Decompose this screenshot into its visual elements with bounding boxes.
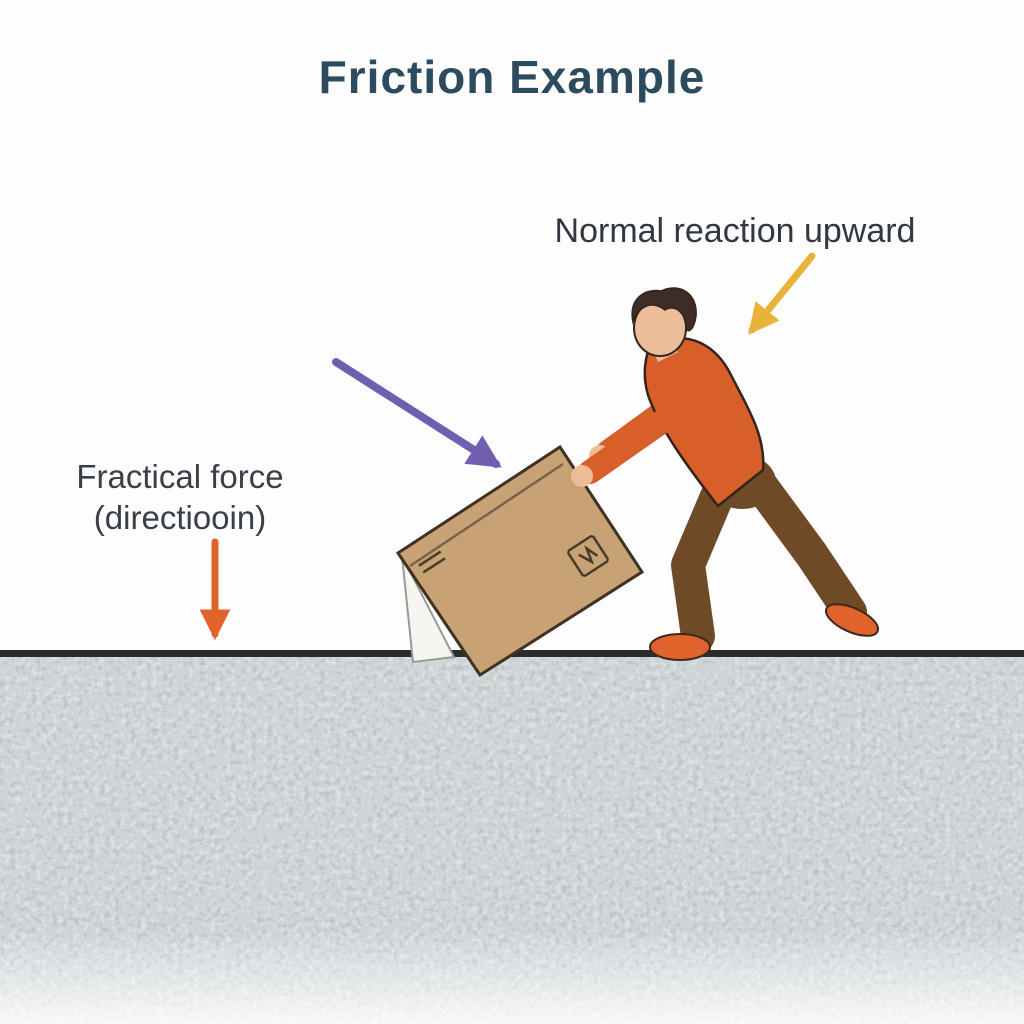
- person: [571, 287, 880, 661]
- friction-force-label: Fractical force (directiooin): [35, 456, 325, 539]
- page-title: Friction Example: [318, 51, 706, 103]
- normal-reaction-arrow: [748, 252, 816, 335]
- cardboard-box: [395, 444, 645, 678]
- person-back-shoe: [824, 603, 880, 637]
- annotation-arrows: [199, 252, 816, 641]
- person-torso: [643, 336, 765, 508]
- normal-reaction-label: Normal reaction upward: [554, 212, 916, 250]
- friction-force-label-line1: Fractical force: [76, 458, 284, 495]
- ground-bottom-fade: [0, 930, 1024, 1024]
- person-near-hand: [571, 465, 593, 487]
- box-body: [395, 444, 645, 678]
- box-flap: [401, 555, 456, 664]
- person-front-shoe: [649, 633, 711, 661]
- ground: [0, 650, 1024, 1024]
- box-stamp-icon: [567, 535, 609, 577]
- person-near-arm: [578, 390, 702, 484]
- person-front-leg: [671, 463, 741, 653]
- box-lid-crease: [409, 462, 564, 568]
- applied-force-arrow: [332, 358, 502, 468]
- friction-force-label-line2: (directiooin): [93, 499, 267, 537]
- person-hair: [631, 287, 697, 332]
- box-tape-marks: [418, 550, 446, 574]
